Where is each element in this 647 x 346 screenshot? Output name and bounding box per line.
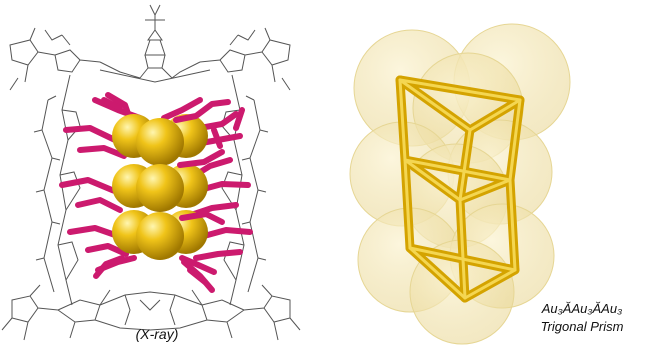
gold-atom (136, 118, 184, 166)
prism-shape-label: Trigonal Prism (540, 319, 624, 334)
gold-atom-cluster (112, 114, 208, 260)
prism-formula-label: Au₃ĂAu₃ĂAu₃ (541, 301, 623, 316)
trigonal-prism-panel (349, 23, 571, 345)
cage-wireframe (1, 4, 301, 341)
gold-atom (136, 212, 184, 260)
gold-atom (136, 164, 184, 212)
ligand-chains-front (93, 97, 231, 293)
prism-framework-highlight (398, 78, 522, 300)
xray-caption: (X-ray) (135, 326, 179, 342)
xray-structure-panel (1, 4, 301, 341)
